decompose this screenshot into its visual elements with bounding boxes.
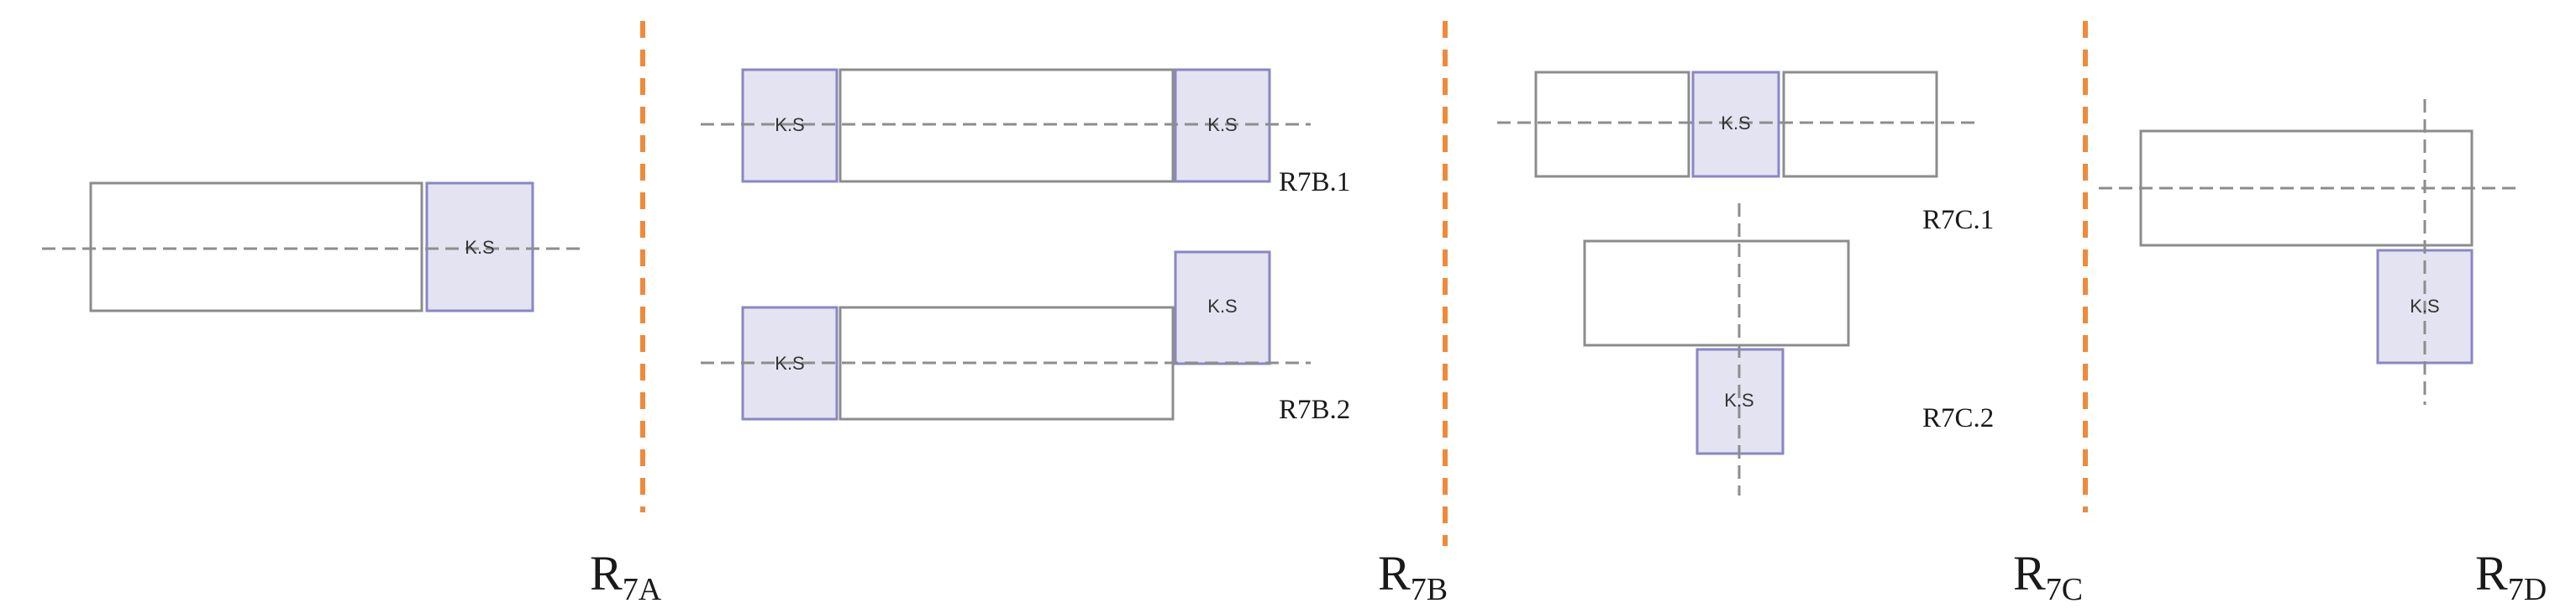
group-r7d: K.S xyxy=(2099,99,2517,405)
region-label-r7a: R7A xyxy=(590,546,662,607)
r7c2-label: R7C.2 xyxy=(1922,403,1994,433)
region-label-r7c: R7C xyxy=(2013,546,2083,607)
r7b2-label: R7B.2 xyxy=(1279,395,1350,425)
region-label-r7b: R7B xyxy=(1378,546,1448,607)
r7d-ks-label: K.S xyxy=(2410,296,2439,317)
r7b2-ks-left xyxy=(741,306,839,421)
r7c1-ks-label: K.S xyxy=(1721,113,1750,134)
r7c1-label: R7C.1 xyxy=(1922,205,1994,235)
r7b1-ks-left-label: K.S xyxy=(775,114,804,135)
group-r7b1: K.S K.S R7B.1 xyxy=(701,68,1350,197)
group-r7c1: K.S R7C.1 xyxy=(1497,71,1994,235)
region-label-r7d: R7D xyxy=(2475,546,2547,607)
r7c1-ks-middle xyxy=(1691,71,1780,178)
r7a-ks-block xyxy=(425,181,534,312)
r7b1-label: R7B.1 xyxy=(1279,167,1350,197)
group-r7c2: K.S R7C.2 xyxy=(1583,203,1994,496)
r7c1-main-left xyxy=(1534,71,1690,178)
r7c2-main-block xyxy=(1583,239,1850,347)
r7b2-ks-top-label: K.S xyxy=(1207,296,1237,317)
group-r7a: K.S xyxy=(42,181,581,312)
r7b2-ks-left-label: K.S xyxy=(775,353,804,374)
group-r7b2: K.S K.S R7B.2 xyxy=(701,250,1350,425)
r7b2-ks-top xyxy=(1174,250,1271,365)
r7a-main-block xyxy=(89,181,423,312)
r7b1-ks-right-label: K.S xyxy=(1207,114,1237,135)
r7c1-main-right xyxy=(1782,71,1938,178)
r7a-ks-label: K.S xyxy=(465,237,494,258)
r7c2-ks-label: K.S xyxy=(1724,390,1753,411)
